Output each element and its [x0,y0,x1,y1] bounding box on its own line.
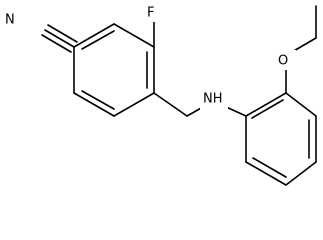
fluorine-label: F [147,6,154,21]
methylene-bond [153,92,188,117]
nitrogen-label-bg [3,10,22,30]
ring2-bond-2 [245,161,287,186]
nitrogen-label: N [5,13,15,28]
ring1-bond-4 [113,92,155,117]
ring2-bond-2-inner [252,157,287,178]
nitrile-triple-bond-2 [41,34,72,53]
ring1-bond-1 [73,23,115,48]
ring2-bond-3 [285,161,317,186]
bonds [41,5,317,186]
oxygen-label: O [278,54,288,69]
ring1-bond-2 [113,23,155,48]
nitrile-triple-bond-1 [44,29,75,48]
ring2-bond-6 [245,92,287,117]
oxygen-ethyl-bond [291,37,317,53]
fluorine-label-bg [144,2,162,22]
ring2-bond-6-inner [251,99,284,119]
ring1-bond-5 [73,92,115,117]
oxygen-label-bg [276,50,296,70]
ring1-bond-5-inner [81,90,115,110]
ring1-bond-1-inner [81,30,115,50]
structure-diagram: N F NH O [3,2,317,186]
amine-label: NH [203,92,223,107]
atom-labels: N F NH O [3,2,296,110]
amine-label-bg [200,90,228,110]
nitrile-triple-bond-3 [47,24,78,43]
ring2-bond-5 [285,92,317,117]
